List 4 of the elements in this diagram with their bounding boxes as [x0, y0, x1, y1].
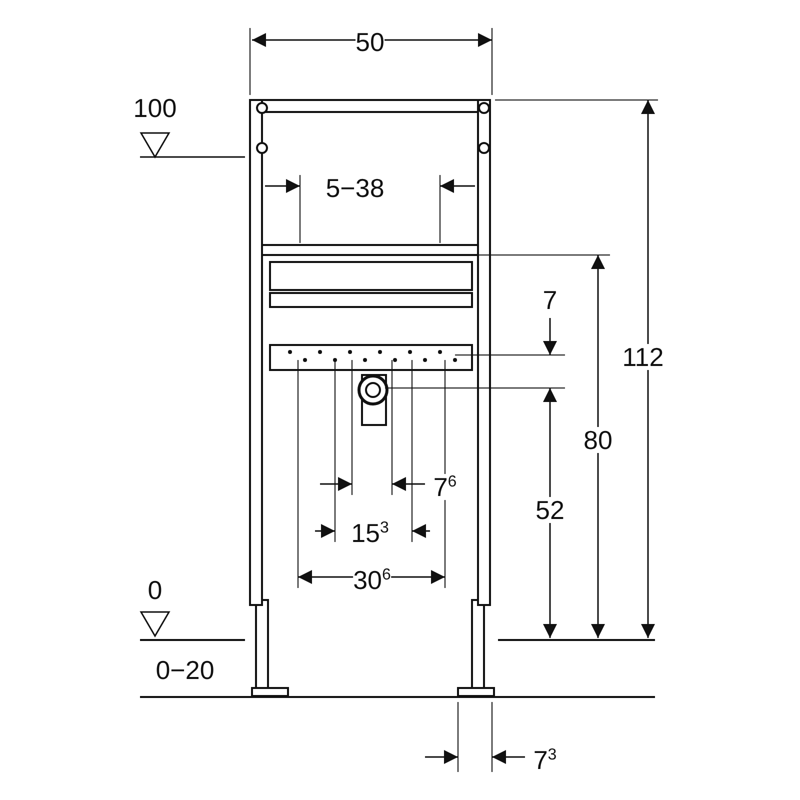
dimension-value: 7$^{6}$	[433, 474, 457, 500]
dimension-value: 112	[622, 344, 664, 370]
dimension-value: 80	[584, 427, 612, 453]
dimension-value: 52	[536, 497, 564, 523]
